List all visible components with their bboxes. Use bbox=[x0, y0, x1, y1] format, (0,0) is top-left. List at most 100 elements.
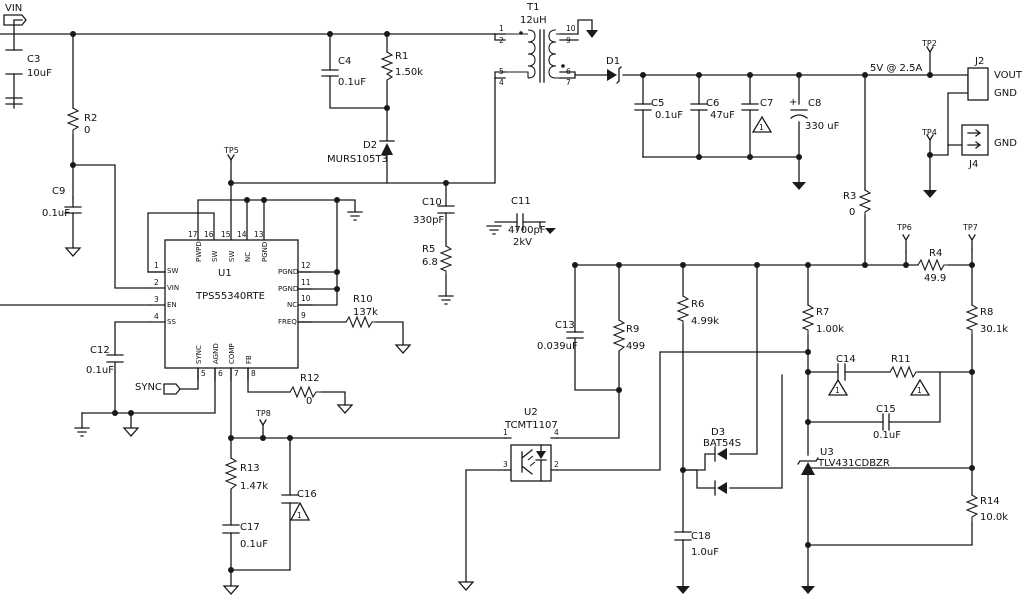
c18-symbol bbox=[674, 531, 692, 541]
u2-pin-num: 1 bbox=[503, 428, 508, 437]
diodes bbox=[379, 66, 819, 496]
r9-label: R9 bbox=[626, 324, 639, 335]
c16-label: C16 bbox=[297, 489, 317, 500]
tp6-label: TP6 bbox=[896, 223, 912, 232]
r9-value: 499 bbox=[626, 341, 645, 352]
c17-value: 0.1uF bbox=[240, 539, 268, 550]
u1-pin-num: 5 bbox=[201, 369, 206, 378]
r5-label: R5 bbox=[422, 244, 435, 255]
u1-pin-name: SS bbox=[167, 318, 176, 326]
r4-value: 49.9 bbox=[924, 273, 946, 284]
u1-pin-name: SW bbox=[228, 251, 236, 262]
c11-label: C11 bbox=[511, 196, 531, 207]
t1-pin-num: 10 bbox=[566, 24, 576, 33]
junctions bbox=[70, 31, 975, 573]
c4-label: C4 bbox=[338, 56, 351, 67]
u1-pin-num: 13 bbox=[254, 230, 264, 239]
r11-label: R11 bbox=[891, 354, 911, 365]
u1-pin-num: 8 bbox=[251, 369, 256, 378]
c13-label: C13 bbox=[555, 320, 575, 331]
c18-value: 1.0uF bbox=[691, 547, 719, 558]
u2-optocoupler bbox=[504, 437, 558, 482]
c15-value: 0.1uF bbox=[873, 430, 901, 441]
c4-value: 0.1uF bbox=[338, 77, 366, 88]
c6-symbol bbox=[690, 103, 708, 111]
r10-label: R10 bbox=[353, 294, 373, 305]
net-sync: SYNC bbox=[135, 382, 162, 393]
t1-pin-num: 9 bbox=[566, 36, 571, 45]
c13-value: 0.039uF bbox=[537, 341, 578, 352]
u1-pin-name: PGND bbox=[278, 268, 298, 276]
r3-label: R3 bbox=[843, 191, 856, 202]
test-points bbox=[227, 46, 976, 426]
r6-label: R6 bbox=[691, 299, 704, 310]
u1-pin-num: 11 bbox=[301, 278, 311, 287]
u1-pin-num: 10 bbox=[301, 294, 311, 303]
c14-marker: 1 bbox=[835, 386, 840, 395]
r3-symbol bbox=[858, 189, 872, 216]
tp8-label: TP8 bbox=[255, 409, 271, 418]
d3a-symbol bbox=[717, 448, 727, 460]
j2-label: J2 bbox=[974, 56, 984, 67]
u1-pin-num: 17 bbox=[188, 230, 198, 239]
labels: VIN VOUT GND GND SYNC 5V @ 2.5A T1 12uH … bbox=[5, 2, 1023, 558]
c10-value: 330pF bbox=[413, 215, 444, 226]
c10-label: C10 bbox=[422, 197, 442, 208]
u1-pin-num: 12 bbox=[301, 261, 311, 270]
d2-symbol bbox=[381, 143, 393, 155]
c18-label: C18 bbox=[691, 531, 711, 542]
u1-pin-name: EN bbox=[167, 301, 177, 309]
t1-pin-num: 5 bbox=[499, 67, 504, 76]
u1-pin-name: AGND bbox=[212, 343, 220, 364]
u2-pin-num: 4 bbox=[554, 428, 559, 437]
c8-plus: + bbox=[789, 97, 797, 108]
r14-value: 10.0k bbox=[980, 512, 1008, 523]
u1-pin-name: PGND bbox=[261, 242, 269, 262]
tp4-label: TP4 bbox=[921, 128, 937, 137]
u1-pin-name: SYNC bbox=[195, 345, 203, 364]
c17-label: C17 bbox=[240, 522, 260, 533]
t1-pin-num: 6 bbox=[566, 67, 571, 76]
t1-pin-num: 7 bbox=[566, 78, 571, 87]
r5-symbol bbox=[439, 245, 453, 275]
u1-pin-name: COMP bbox=[228, 343, 236, 364]
r11-marker: 1 bbox=[917, 386, 922, 395]
r8-label: R8 bbox=[980, 307, 993, 318]
c6-label: C6 bbox=[706, 98, 719, 109]
r1-symbol bbox=[380, 51, 394, 82]
c6-value: 47uF bbox=[710, 110, 735, 121]
t1-pin-num: 4 bbox=[499, 78, 504, 87]
c5-label: C5 bbox=[651, 98, 664, 109]
c7-label: C7 bbox=[760, 98, 773, 109]
u1-pin-num: 2 bbox=[154, 278, 159, 287]
r4-symbol bbox=[917, 258, 948, 272]
d3-value: BAT54S bbox=[703, 438, 741, 449]
c12-symbol bbox=[106, 354, 124, 363]
markers bbox=[289, 115, 931, 521]
r5-value: 6.8 bbox=[422, 257, 438, 268]
t1-pin-num: 2 bbox=[499, 36, 504, 45]
r7-value: 1.00k bbox=[816, 324, 844, 335]
t1-pin-num: 1 bbox=[499, 24, 504, 33]
transformer-t1 bbox=[505, 29, 565, 83]
net-gnd-j4: GND bbox=[994, 138, 1017, 149]
c3-label: C3 bbox=[27, 54, 40, 65]
c7-symbol bbox=[741, 103, 759, 111]
u1-value: TPS55340RTE bbox=[195, 291, 265, 302]
c12-value: 0.1uF bbox=[86, 365, 114, 376]
c14-label: C14 bbox=[836, 354, 856, 365]
connectors bbox=[3, 14, 989, 395]
u1-pin-name: NC bbox=[287, 301, 297, 309]
r7-label: R7 bbox=[816, 307, 829, 318]
c9-label: C9 bbox=[52, 186, 65, 197]
t1-label: T1 bbox=[526, 2, 539, 13]
capacitors bbox=[5, 49, 890, 541]
r6-symbol bbox=[676, 295, 690, 325]
c9-value: 0.1uF bbox=[42, 208, 70, 219]
u1-pin-num: 3 bbox=[154, 295, 159, 304]
u1-pin-num: 16 bbox=[204, 230, 214, 239]
c8-value: 330 uF bbox=[805, 121, 840, 132]
